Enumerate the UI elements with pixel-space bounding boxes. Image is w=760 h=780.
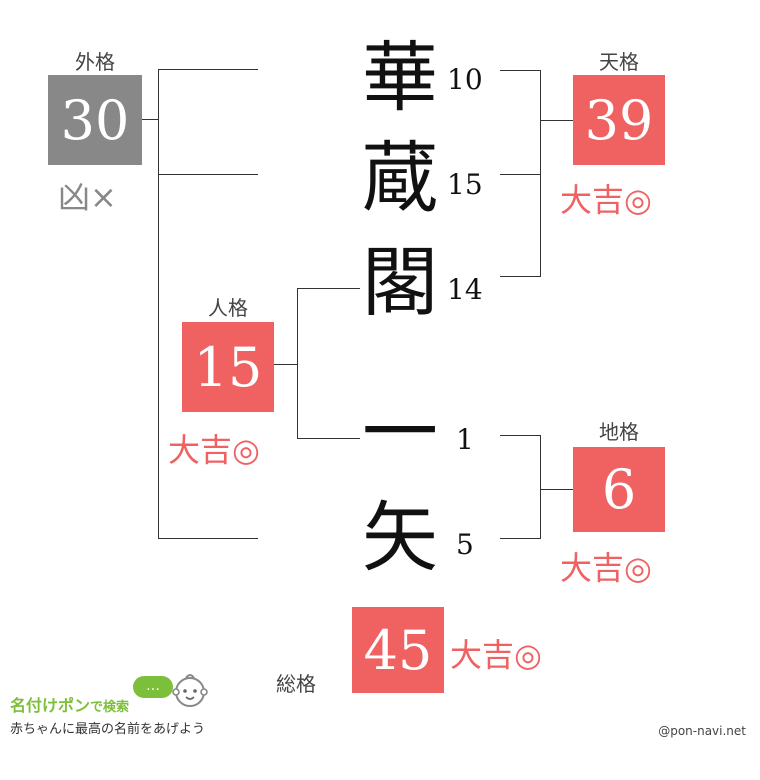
tenkaku-bracket-bottom bbox=[500, 276, 541, 277]
baby-face-icon bbox=[172, 674, 208, 707]
soukaku-label: 総格 bbox=[276, 672, 316, 696]
chikaku-bracket-bottom bbox=[500, 538, 541, 539]
tenkaku-label: 天格 bbox=[599, 50, 639, 74]
jinkaku-connector bbox=[274, 364, 298, 365]
chikaku-bracket-vertical bbox=[540, 435, 541, 539]
stroke-count-4: 1 bbox=[456, 423, 474, 456]
stroke-count-3: 14 bbox=[447, 273, 483, 306]
site-handle: @pon-navi.net bbox=[658, 724, 746, 738]
tenkaku-bracket-vertical bbox=[540, 70, 541, 277]
speech-bubble-text: … bbox=[146, 678, 160, 694]
gaikaku-bracket-vertical bbox=[158, 69, 159, 538]
tenkaku-value-box: 39 bbox=[573, 75, 665, 165]
chikaku-value-box: 6 bbox=[573, 447, 665, 532]
kanji-3: 閣 bbox=[362, 238, 438, 327]
gaikaku-bracket-mid bbox=[158, 174, 258, 175]
gaikaku-bracket-top bbox=[158, 69, 258, 70]
jinkaku-label: 人格 bbox=[208, 296, 248, 320]
stroke-count-5: 5 bbox=[456, 528, 474, 561]
footer-tagline: 赤ちゃんに最高の名前をあげよう bbox=[10, 722, 206, 737]
jinkaku-bracket-vertical bbox=[297, 288, 298, 439]
kanji-1: 華 bbox=[362, 33, 438, 122]
gaikaku-value-box: 30 bbox=[48, 75, 142, 165]
tenkaku-fortune: 大吉◎ bbox=[560, 181, 652, 219]
tenkaku-connector bbox=[540, 120, 573, 121]
chikaku-fortune: 大吉◎ bbox=[560, 549, 652, 587]
kanji-5: 矢 bbox=[362, 493, 438, 582]
gaikaku-fortune: 凶× bbox=[58, 178, 117, 216]
tenkaku-bracket-top bbox=[500, 70, 541, 71]
gaikaku-label: 外格 bbox=[75, 50, 115, 74]
kanji-2: 蔵 bbox=[362, 133, 438, 222]
gaikaku-bracket-bottom bbox=[158, 538, 258, 539]
tenkaku-bracket-mid bbox=[500, 174, 541, 175]
stroke-count-1: 10 bbox=[447, 63, 483, 96]
jinkaku-value-box: 15 bbox=[182, 322, 274, 412]
soukaku-value-box: 45 bbox=[352, 607, 444, 693]
chikaku-bracket-top bbox=[500, 435, 541, 436]
brand-name: 名付けポン bbox=[10, 696, 91, 715]
stroke-count-2: 15 bbox=[447, 168, 483, 201]
jinkaku-bracket-top bbox=[297, 288, 360, 289]
chikaku-label: 地格 bbox=[599, 420, 639, 444]
brand-search-suffix: で検索 bbox=[90, 700, 130, 715]
footer-brand-line: 名付けポンで検索 bbox=[10, 692, 129, 716]
jinkaku-bracket-bottom bbox=[297, 438, 360, 439]
chikaku-connector bbox=[540, 489, 573, 490]
soukaku-fortune: 大吉◎ bbox=[450, 636, 542, 674]
gaikaku-connector bbox=[142, 119, 159, 120]
kanji-4: 一 bbox=[362, 388, 438, 477]
jinkaku-fortune: 大吉◎ bbox=[168, 431, 260, 469]
speech-bubble-icon: … bbox=[133, 676, 173, 698]
